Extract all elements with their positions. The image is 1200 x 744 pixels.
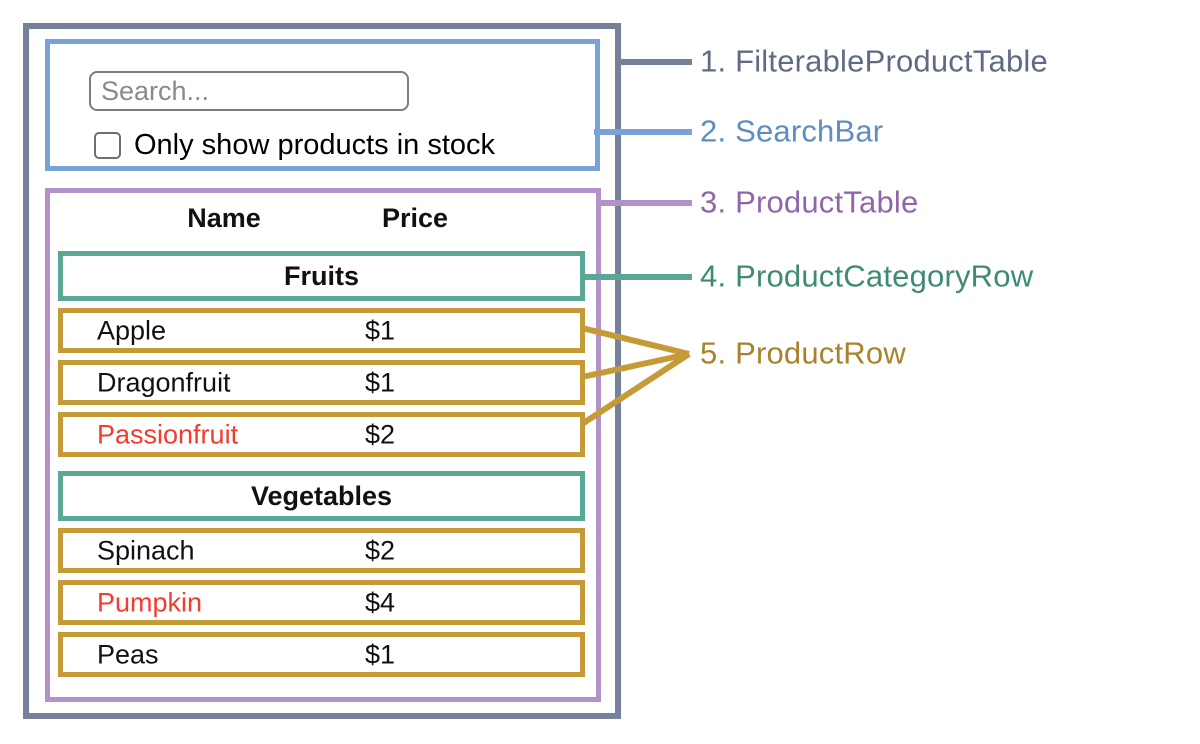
product-category-row: Vegetables	[58, 471, 585, 521]
product-row: Spinach $2	[58, 528, 585, 573]
product-name: Apple	[97, 315, 167, 345]
product-row: Dragonfruit $1	[58, 360, 585, 405]
stock-filter-row: Only show products in stock	[94, 129, 495, 161]
annotation-label: 3. ProductTable	[700, 184, 919, 220]
product-price: $2	[365, 535, 396, 565]
product-row: Passionfruit $2	[58, 412, 585, 457]
product-price: $1	[365, 639, 396, 669]
table-rows: Fruits Apple $1 Dragonfruit $1 Passionfr…	[58, 251, 585, 684]
product-price: $1	[365, 367, 396, 397]
product-category-row: Fruits	[58, 251, 585, 301]
annotation-label: 5. ProductRow	[700, 335, 906, 371]
product-row: Apple $1	[58, 308, 585, 353]
column-header-name: Name	[187, 203, 261, 233]
product-name: Pumpkin	[97, 587, 203, 617]
search-input[interactable]	[89, 71, 409, 111]
product-name: Peas	[97, 639, 159, 669]
product-price: $4	[365, 587, 396, 617]
product-price: $2	[365, 419, 396, 449]
in-stock-checkbox[interactable]	[94, 131, 121, 159]
product-name: Passionfruit	[97, 419, 239, 449]
product-row: Peas $1	[58, 632, 585, 677]
product-name: Spinach	[97, 535, 195, 565]
product-row: Pumpkin $4	[58, 580, 585, 625]
column-header-price: Price	[382, 203, 449, 233]
product-price: $1	[365, 315, 396, 345]
in-stock-checkbox-label: Only show products in stock	[134, 128, 496, 161]
annotation-label: 2. SearchBar	[700, 113, 884, 149]
table-header: Name Price	[50, 203, 596, 233]
annotation-label: 1. FilterableProductTable	[700, 43, 1048, 79]
table-section: Fruits Apple $1 Dragonfruit $1 Passionfr…	[58, 251, 585, 457]
annotation-label: 4. ProductCategoryRow	[700, 258, 1034, 294]
product-name: Dragonfruit	[97, 367, 231, 397]
table-section: Vegetables Spinach $2 Pumpkin $4 Peas $1	[58, 464, 585, 677]
